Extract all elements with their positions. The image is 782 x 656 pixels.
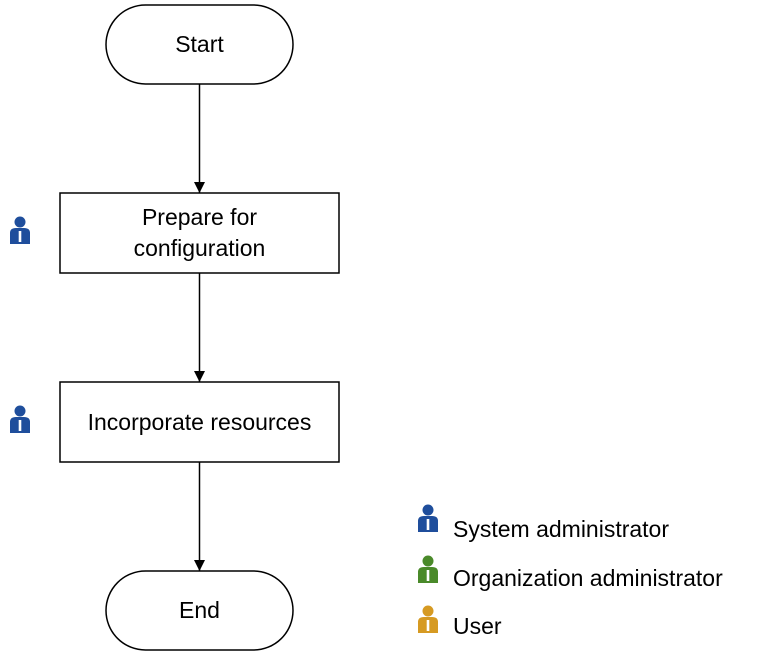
legend-user-label: User xyxy=(453,613,502,639)
prepare-label-line2: configuration xyxy=(133,235,266,261)
legend-org-admin-person-icon xyxy=(418,555,438,583)
end-label: End xyxy=(179,597,220,623)
legend-org-admin-label: Organization administrator xyxy=(453,565,723,591)
incorporate-resources-label: Incorporate resources xyxy=(87,408,312,435)
system-admin-person-icon xyxy=(10,216,30,244)
system-admin-person-icon xyxy=(10,405,30,433)
prepare-label-line1: Prepare for xyxy=(141,204,258,230)
start-label: Start xyxy=(175,31,224,57)
prepare-configuration-box xyxy=(59,192,340,274)
legend-user-person-icon xyxy=(418,605,438,633)
prepare-configuration-label: Prepare for configuration xyxy=(60,193,339,273)
legend-system-admin-label: System administrator xyxy=(453,516,670,542)
legend-system-admin-person-icon xyxy=(418,504,438,532)
